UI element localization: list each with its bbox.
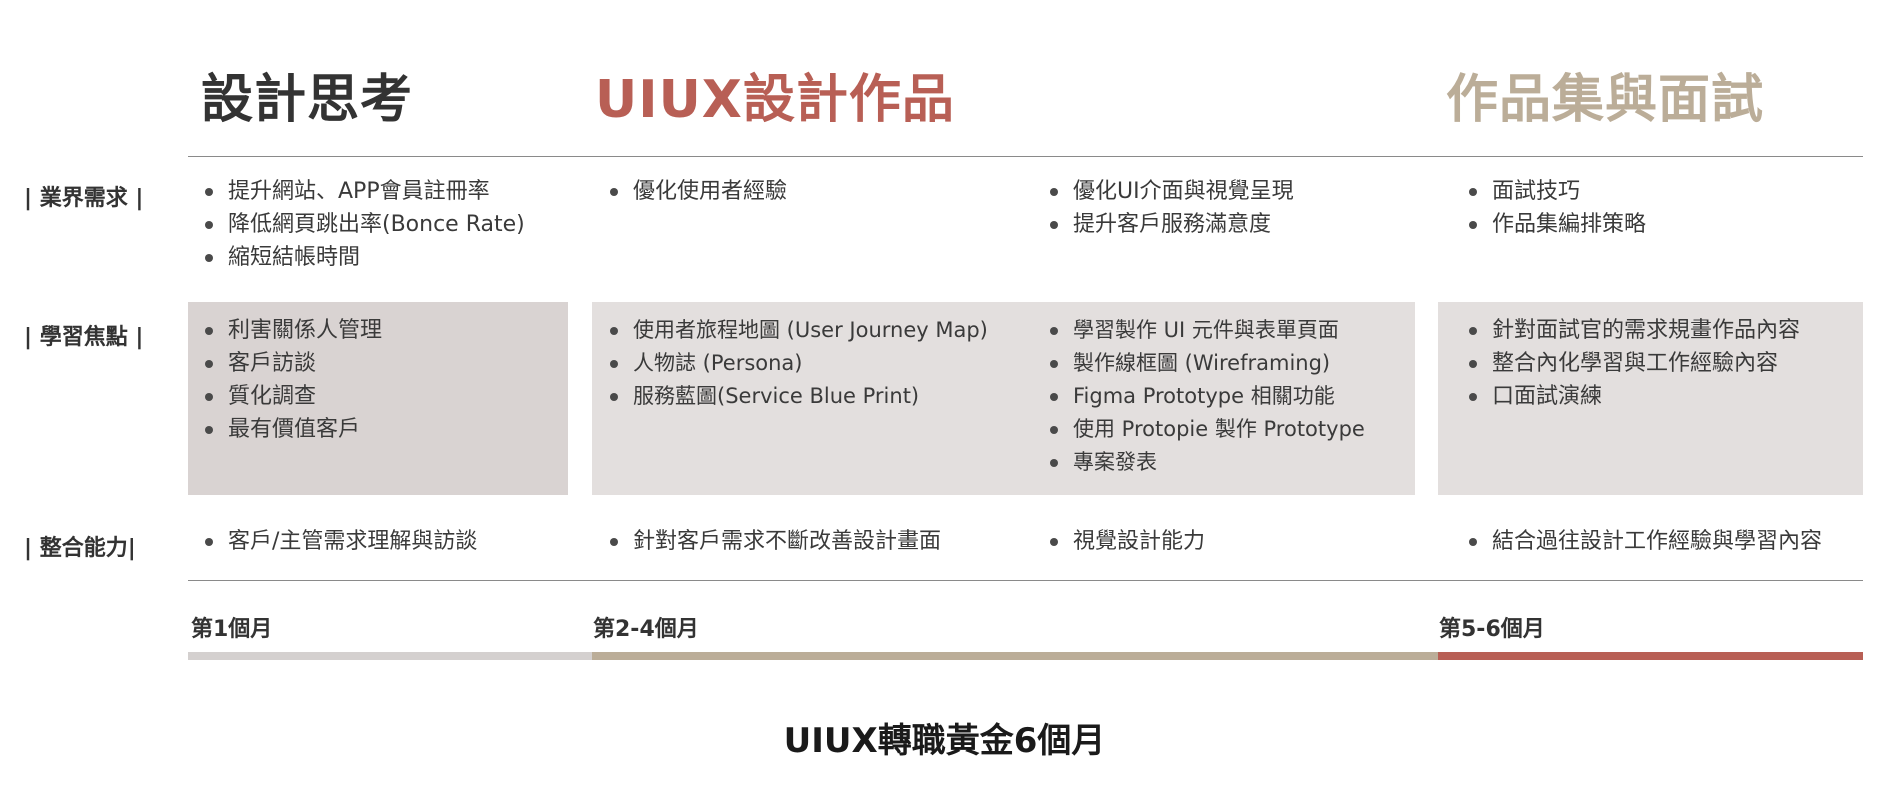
list-item: 降低網頁跳出率(Bonce Rate) bbox=[201, 208, 525, 241]
list-item: 質化調查 bbox=[201, 380, 382, 413]
list-item: 面試技巧 bbox=[1465, 175, 1646, 208]
timeline-bar-phase-2 bbox=[592, 652, 1438, 660]
focus-list-col4: 針對面試官的需求規畫作品內容 整合內化學習與工作經驗內容 口面試演練 bbox=[1465, 314, 1800, 413]
top-divider bbox=[188, 156, 1863, 157]
integration-list-col1: 客戶/主管需求理解與訪談 bbox=[201, 525, 477, 558]
row-label-focus: | 學習焦點 | bbox=[24, 325, 144, 350]
focus-box-phase-3 bbox=[1438, 302, 1863, 495]
integration-list-col3: 視覺設計能力 bbox=[1046, 525, 1205, 558]
list-item: 縮短結帳時間 bbox=[201, 241, 525, 274]
list-item: 使用 Protopie 製作 Prototype bbox=[1046, 413, 1365, 446]
timeline-bar-phase-3 bbox=[1438, 652, 1863, 660]
phase-title-uiux-works: UIUX設計作品 bbox=[595, 70, 955, 130]
month-label-2-4: 第2-4個月 bbox=[593, 617, 699, 642]
list-item: 客戶/主管需求理解與訪談 bbox=[201, 525, 477, 558]
list-item: 利害關係人管理 bbox=[201, 314, 382, 347]
list-item: 專案發表 bbox=[1046, 446, 1365, 479]
list-item: 提升網站、APP會員註冊率 bbox=[201, 175, 525, 208]
focus-box-phase-1 bbox=[188, 302, 568, 495]
list-item: 優化使用者經驗 bbox=[606, 175, 787, 208]
row-label-industry: | 業界需求 | bbox=[24, 186, 144, 211]
list-item: 提升客戶服務滿意度 bbox=[1046, 208, 1294, 241]
phase-title-design-thinking: 設計思考 bbox=[201, 70, 414, 130]
focus-list-col1: 利害關係人管理 客戶訪談 質化調查 最有價值客戶 bbox=[201, 314, 382, 446]
list-item: Figma Prototype 相關功能 bbox=[1046, 380, 1365, 413]
bottom-divider bbox=[188, 580, 1863, 581]
list-item: 針對客戶需求不斷改善設計畫面 bbox=[606, 525, 941, 558]
list-item: 製作線框圖 (Wireframing) bbox=[1046, 347, 1365, 380]
month-label-5-6: 第5-6個月 bbox=[1439, 617, 1545, 642]
row-label-integration: | 整合能力| bbox=[24, 536, 136, 561]
list-item: 整合內化學習與工作經驗內容 bbox=[1465, 347, 1800, 380]
list-item: 學習製作 UI 元件與表單頁面 bbox=[1046, 314, 1365, 347]
industry-list-col2: 優化使用者經驗 bbox=[606, 175, 787, 208]
list-item: 服務藍圖(Service Blue Print) bbox=[606, 380, 988, 413]
list-item: 優化UI介面與視覺呈現 bbox=[1046, 175, 1294, 208]
focus-list-col2: 使用者旅程地圖 (User Journey Map) 人物誌 (Persona)… bbox=[606, 314, 988, 413]
timeline-bar-phase-1 bbox=[188, 652, 592, 660]
list-item: 視覺設計能力 bbox=[1046, 525, 1205, 558]
focus-box-phase-2 bbox=[592, 302, 1415, 495]
list-item: 結合過往設計工作經驗與學習內容 bbox=[1465, 525, 1822, 558]
list-item: 客戶訪談 bbox=[201, 347, 382, 380]
list-item: 針對面試官的需求規畫作品內容 bbox=[1465, 314, 1800, 347]
industry-list-col1: 提升網站、APP會員註冊率 降低網頁跳出率(Bonce Rate) 縮短結帳時間 bbox=[201, 175, 525, 274]
list-item: 作品集編排策略 bbox=[1465, 208, 1646, 241]
list-item: 最有價值客戶 bbox=[201, 413, 382, 446]
month-label-1: 第1個月 bbox=[191, 617, 273, 642]
integration-list-col4: 結合過往設計工作經驗與學習內容 bbox=[1465, 525, 1822, 558]
integration-list-col2: 針對客戶需求不斷改善設計畫面 bbox=[606, 525, 941, 558]
phase-title-portfolio-interview: 作品集與面試 bbox=[1446, 70, 1765, 130]
list-item: 使用者旅程地圖 (User Journey Map) bbox=[606, 314, 988, 347]
industry-list-col4: 面試技巧 作品集編排策略 bbox=[1465, 175, 1646, 241]
footer-title: UIUX轉職黃金6個月 bbox=[783, 721, 1106, 761]
industry-list-col3: 優化UI介面與視覺呈現 提升客戶服務滿意度 bbox=[1046, 175, 1294, 241]
focus-list-col3: 學習製作 UI 元件與表單頁面 製作線框圖 (Wireframing) Figm… bbox=[1046, 314, 1365, 479]
list-item: 人物誌 (Persona) bbox=[606, 347, 988, 380]
list-item: 口面試演練 bbox=[1465, 380, 1800, 413]
